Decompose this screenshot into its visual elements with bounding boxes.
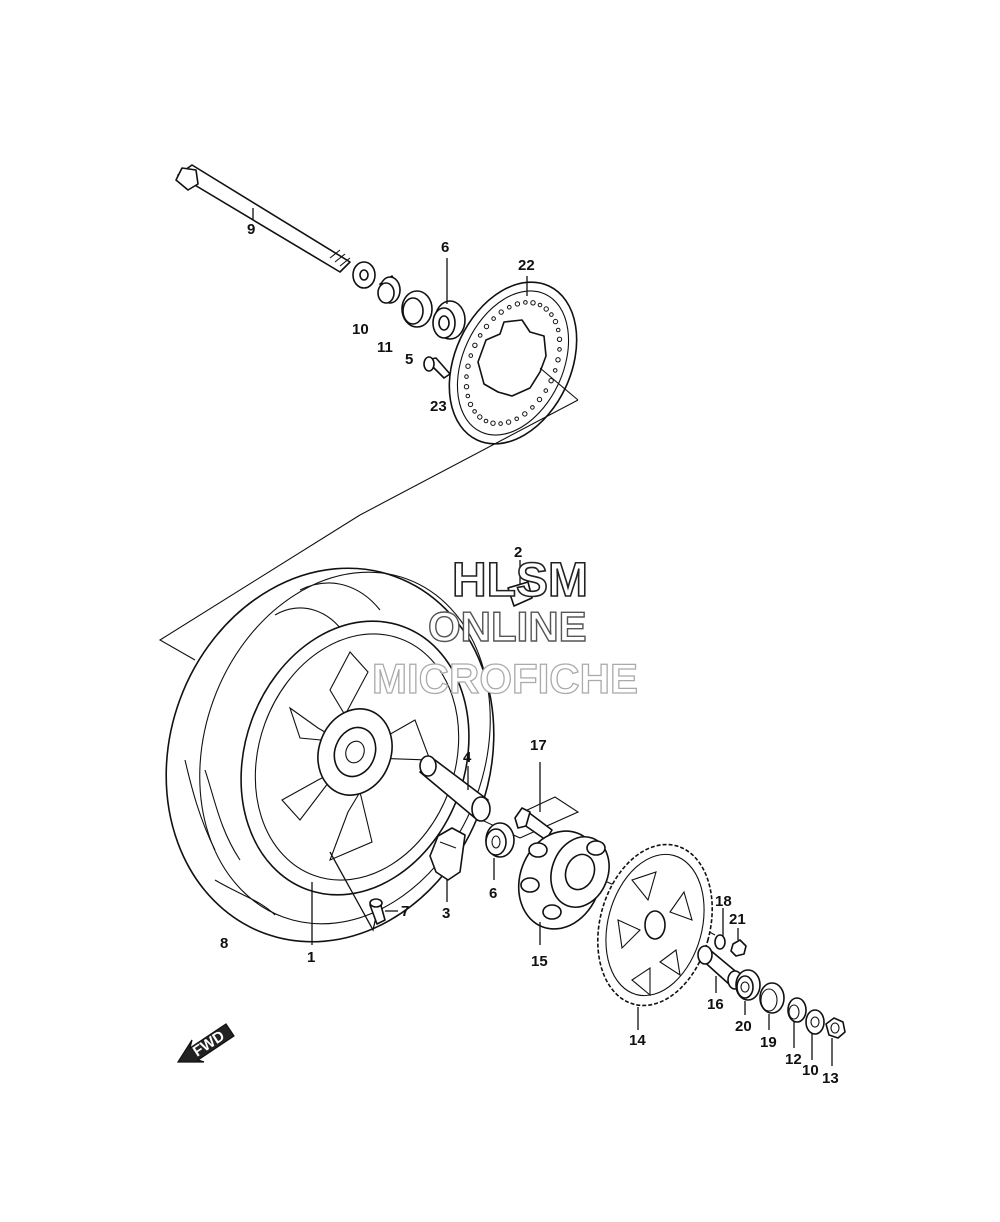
part-11-spacer [377, 275, 401, 304]
disc-hole [477, 333, 483, 338]
callout-13[interactable]: 13 [822, 1070, 839, 1087]
disc-hole [537, 302, 543, 308]
callout-21[interactable]: 21 [729, 911, 746, 928]
disc-hole [507, 304, 512, 310]
disc-hole [552, 318, 559, 325]
callout-6-bottom[interactable]: 6 [489, 885, 497, 902]
disc-hole [523, 300, 528, 305]
part-21-nut [730, 939, 747, 957]
disc-hole [514, 301, 521, 307]
disc-hole [465, 363, 471, 369]
part-17-sprocket-bolt [514, 807, 553, 841]
part-10-washer-bottom [805, 1009, 825, 1035]
watermark-line-1: HLSM [452, 554, 588, 607]
watermark-line-2: ONLINE [428, 603, 587, 650]
disc-hole [543, 388, 549, 393]
callout-3[interactable]: 3 [442, 905, 450, 922]
part-14-rear-sprocket [596, 843, 714, 1007]
disc-hole [467, 401, 474, 408]
callout-12[interactable]: 12 [785, 1051, 802, 1068]
callout-19[interactable]: 19 [760, 1034, 777, 1051]
disc-hole [483, 418, 489, 424]
callout-10-bottom[interactable]: 10 [802, 1062, 819, 1079]
part-15-sprocket-drum [517, 830, 610, 930]
disc-hole [548, 378, 554, 384]
callout-17[interactable]: 17 [530, 737, 547, 754]
disc-hole [549, 312, 554, 317]
disc-hole [530, 405, 535, 410]
part-5-oil-seal [401, 290, 433, 328]
disc-hole [552, 368, 558, 373]
part-19-oil-seal [759, 982, 785, 1014]
part-6-bearing-top [432, 300, 466, 340]
part-13-axle-nut [825, 1017, 846, 1039]
disc-hole [472, 409, 477, 414]
part-23-disc-bolt [423, 356, 451, 379]
part-20-sprocket-bearing [735, 969, 761, 1001]
callout-4[interactable]: 4 [463, 749, 472, 766]
callout-11[interactable]: 11 [377, 339, 393, 356]
disc-hole [490, 420, 496, 426]
callout-22[interactable]: 22 [518, 257, 535, 274]
disc-hole [514, 416, 520, 422]
callout-15[interactable]: 15 [531, 953, 548, 970]
callout-16[interactable]: 16 [707, 996, 724, 1013]
part-4-wheel-spacer [419, 755, 491, 822]
disc-hole [463, 384, 470, 390]
disc-hole [465, 393, 471, 399]
watermark: HLSM ONLINE MICROFICHE [371, 553, 638, 702]
part-6-bearing-bottom [485, 822, 515, 858]
disc-hole [472, 342, 478, 348]
disc-hole [555, 327, 561, 333]
callout-14[interactable]: 14 [629, 1032, 646, 1049]
disc-hole [530, 300, 536, 306]
disc-hole [464, 374, 469, 379]
callout-9[interactable]: 9 [247, 221, 255, 238]
disc-hole [491, 316, 496, 321]
part-18-washer [714, 934, 726, 950]
callout-6-top[interactable]: 6 [441, 239, 449, 256]
callout-5[interactable]: 5 [405, 351, 413, 368]
watermark-line-3: MICROFICHE [372, 655, 638, 702]
disc-hole [522, 411, 528, 417]
disc-hole [556, 336, 563, 342]
disc-hole [483, 323, 490, 330]
disc-hole [498, 421, 503, 426]
disc-hole [498, 309, 504, 315]
callout-1[interactable]: 1 [307, 949, 315, 966]
disc-hole [477, 414, 483, 420]
callout-7[interactable]: 7 [401, 903, 409, 920]
callout-8[interactable]: 8 [220, 935, 228, 952]
disc-hole [468, 353, 474, 358]
part-10-washer-top [352, 261, 376, 289]
part-7-tire-valve [369, 898, 386, 925]
part-2-balancer-weight [507, 581, 533, 607]
callout-18[interactable]: 18 [715, 893, 732, 910]
callout-23[interactable]: 23 [430, 398, 447, 415]
part-12-spacer [787, 997, 807, 1023]
forward-direction-arrow: FWD [176, 1023, 235, 1063]
part-9-rear-axle [175, 164, 351, 273]
callout-20[interactable]: 20 [735, 1018, 752, 1035]
part-callouts: 9 10 11 5 6 22 23 2 17 4 7 3 6 8 1 15 18… [220, 221, 839, 1087]
disc-hole [543, 306, 549, 312]
callout-2[interactable]: 2 [514, 544, 522, 561]
disc-hole [505, 419, 512, 425]
disc-hole [557, 347, 562, 352]
brake-disc-holes [463, 300, 563, 426]
disc-hole [555, 357, 561, 363]
disc-hole [536, 396, 543, 403]
callout-10-top[interactable]: 10 [352, 321, 369, 338]
part-1-wheel [240, 620, 470, 896]
part-3-cush-drive-damper [429, 827, 466, 881]
part-22-brake-disc [448, 281, 578, 445]
